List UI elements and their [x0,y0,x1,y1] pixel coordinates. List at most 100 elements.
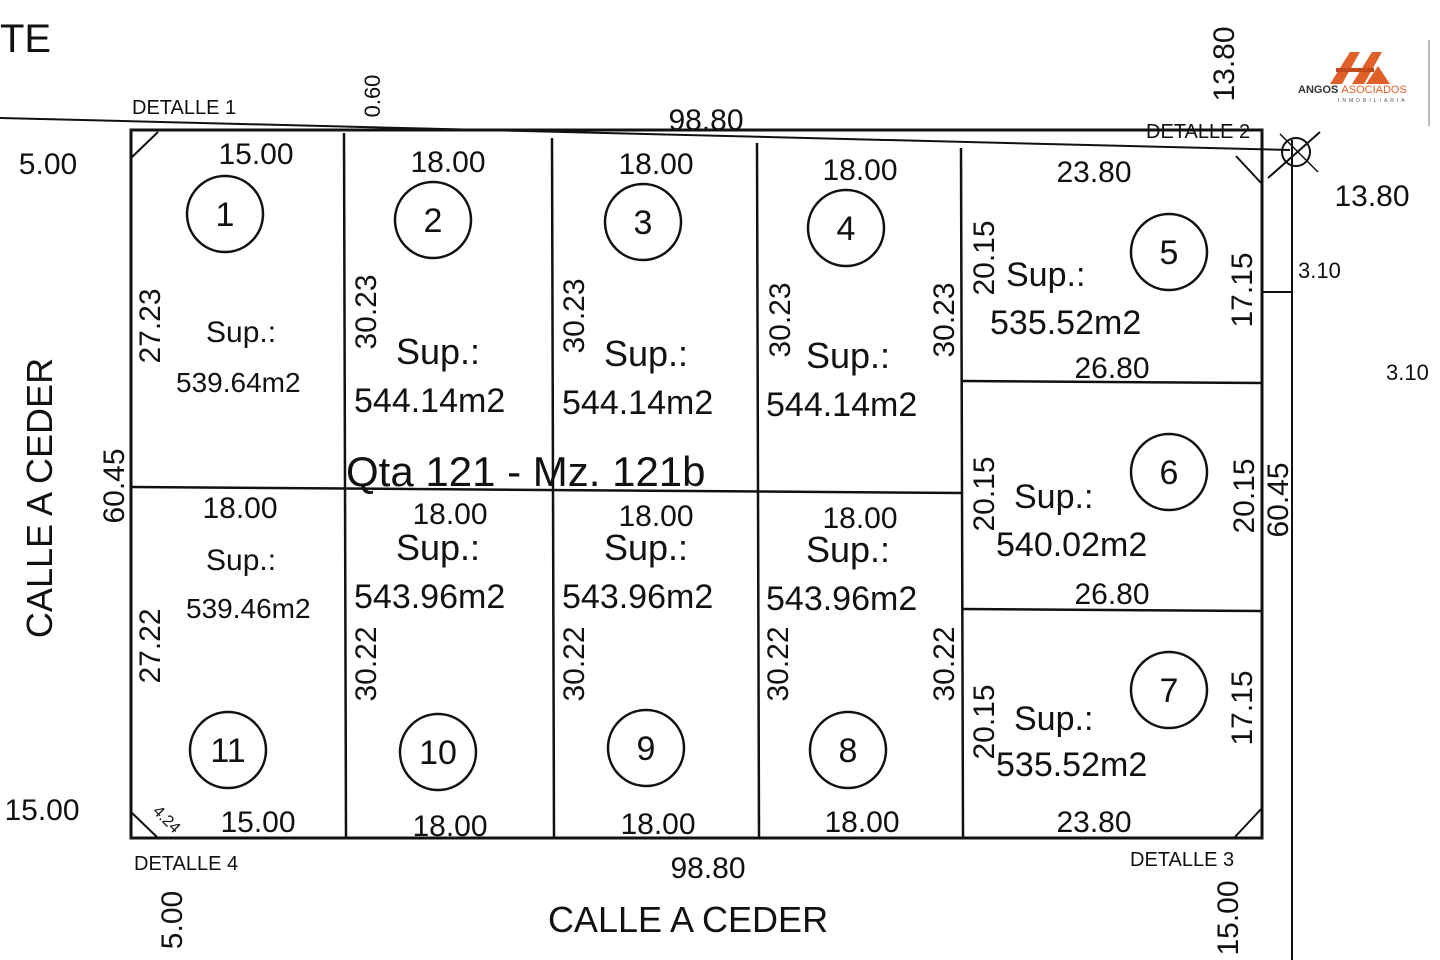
lot-11-circle [188,710,268,790]
lot-1-area: 539.64m2 [176,367,301,398]
lot-3-circle [603,182,683,262]
lot-5-side: 20.15 [968,220,1001,295]
lot-2-front: 18.00 [410,146,485,179]
detalle-2-label: DETALLE 2 [1146,121,1250,143]
lot-3-front: 18.00 [618,148,693,181]
lot-3-area: 544.14m2 [562,384,713,422]
lot-1-number: 1 [216,196,235,234]
lot-6-number: 6 [1160,454,1179,492]
dim-se-vertical: 15.00 [1212,880,1245,955]
lot-2-sup-label: Sup.: [396,331,480,372]
div-1-2 [342,132,348,839]
lot-5-area: 535.52m2 [990,304,1141,342]
chamfer-sw [130,811,159,839]
dim-top-total: 98.80 [668,104,743,137]
div-2-3 [550,137,556,839]
div-5-6 [962,379,1263,385]
lot-11-sup-label: Sup.: [206,544,276,577]
lot-4-front: 18.00 [822,154,897,187]
lot-9-area: 543.96m2 [562,578,713,616]
lot-4-side: 30.23 [764,282,797,357]
lot-4-number: 4 [837,210,856,248]
lot-11-area: 539.46m2 [186,593,311,624]
lot-1-sup-label: Sup.: [206,316,276,349]
lot-4-side-b: 30.23 [928,282,961,357]
lot-6-circle [1129,432,1209,512]
logo-name: ANGOS ASOCIADOS [1298,84,1407,96]
lot-10-circle [398,712,478,792]
dim-right-total: 60.45 [1262,462,1295,537]
lot-1-side: 27.23 [134,288,167,363]
lot-11-number: 11 [210,732,245,770]
lot-1-front: 15.00 [218,138,293,171]
dim-ne-vertical: 13.80 [1208,26,1241,101]
dim-east-3-10-a: 3.10 [1298,258,1341,283]
lot-8-side-b: 30.22 [928,626,961,701]
lot-7-number: 7 [1160,672,1179,710]
lot-2-circle [393,180,473,260]
div-6-7 [962,607,1263,613]
angos-logo-icon [1330,52,1390,84]
dim-ne-horizontal: 13.80 [1334,180,1409,213]
lot-circles [185,174,1209,792]
lot-5-sup-label: Sup.: [1006,256,1085,294]
lot-11-side: 27.22 [134,608,167,683]
detalle-1-label: DETALLE 1 [132,97,236,119]
lot-5-circle [1129,212,1209,292]
lot-8-number: 8 [839,732,858,770]
div-mid-west [130,485,964,495]
lot-10-side: 30.22 [350,626,383,701]
lot-9-back: 18.00 [618,500,693,533]
detalle-4-label: DETALLE 4 [134,853,238,875]
chamfer-se [1233,807,1263,839]
lot-3-sup-label: Sup.: [604,333,688,374]
property-line-north [0,117,1291,151]
lot-8-front: 18.00 [824,806,899,839]
logo-subtitle: INMOBILIARIA [1338,98,1408,104]
lot-6-side: 20.15 [968,456,1001,531]
lot-10-number: 10 [419,734,457,772]
lot-8-side: 30.22 [762,626,795,701]
lot-11-front: 15.00 [220,806,295,839]
lot-4-area: 544.14m2 [766,386,917,424]
lot-6-area: 540.02m2 [996,526,1147,564]
dim-west-top: 5.00 [19,148,77,181]
lot-9-front: 18.00 [620,808,695,841]
block-outline [129,128,1264,840]
lot-9-sup-label: Sup.: [604,527,688,568]
lot-10-sup-label: Sup.: [396,527,480,568]
ne-tick-b [1279,133,1319,173]
lot-1-circle [185,174,265,254]
lot-6-side-b: 20.15 [1228,458,1261,533]
lot-6-sup-label: Sup.: [1014,478,1093,516]
lot-3-number: 3 [634,204,653,242]
chamfer-ne [1235,155,1263,185]
lot-7-side: 20.15 [968,684,1001,759]
dim-east-3-10-b: 3.10 [1386,360,1429,385]
lot-2-side: 30.23 [350,274,383,349]
chamfer-nw [130,131,159,159]
dim-sw-chamfer: 4.24 [149,803,183,837]
lot-4-sup-label: Sup.: [806,335,890,376]
lot-8-circle [808,710,888,790]
lot-2-number: 2 [424,202,443,240]
lot-9-number: 9 [637,730,656,768]
lot-9-circle [606,708,686,788]
lot-9-side: 30.22 [558,626,591,701]
corner-text: TE [0,17,51,61]
street-south: CALLE A CEDER [548,899,828,940]
lot-4-circle [806,188,886,268]
company-logo: ANGOS ASOCIADOS INMOBILIARIA [1292,40,1430,126]
ne-monument-icon [1281,137,1311,167]
street-west: CALLE A CEDER [19,358,60,638]
lot-10-area: 543.96m2 [354,578,505,616]
lot-11-back: 18.00 [202,492,277,525]
lot-7-area: 535.52m2 [996,746,1147,784]
lot-8-area: 543.96m2 [766,580,917,618]
lot-8-sup-label: Sup.: [806,529,890,570]
ne-tick-a [1267,131,1321,179]
lot-6-back: 26.80 [1074,578,1149,611]
lot-5-number: 5 [1160,234,1179,272]
lot-5-back: 26.80 [1074,352,1149,385]
